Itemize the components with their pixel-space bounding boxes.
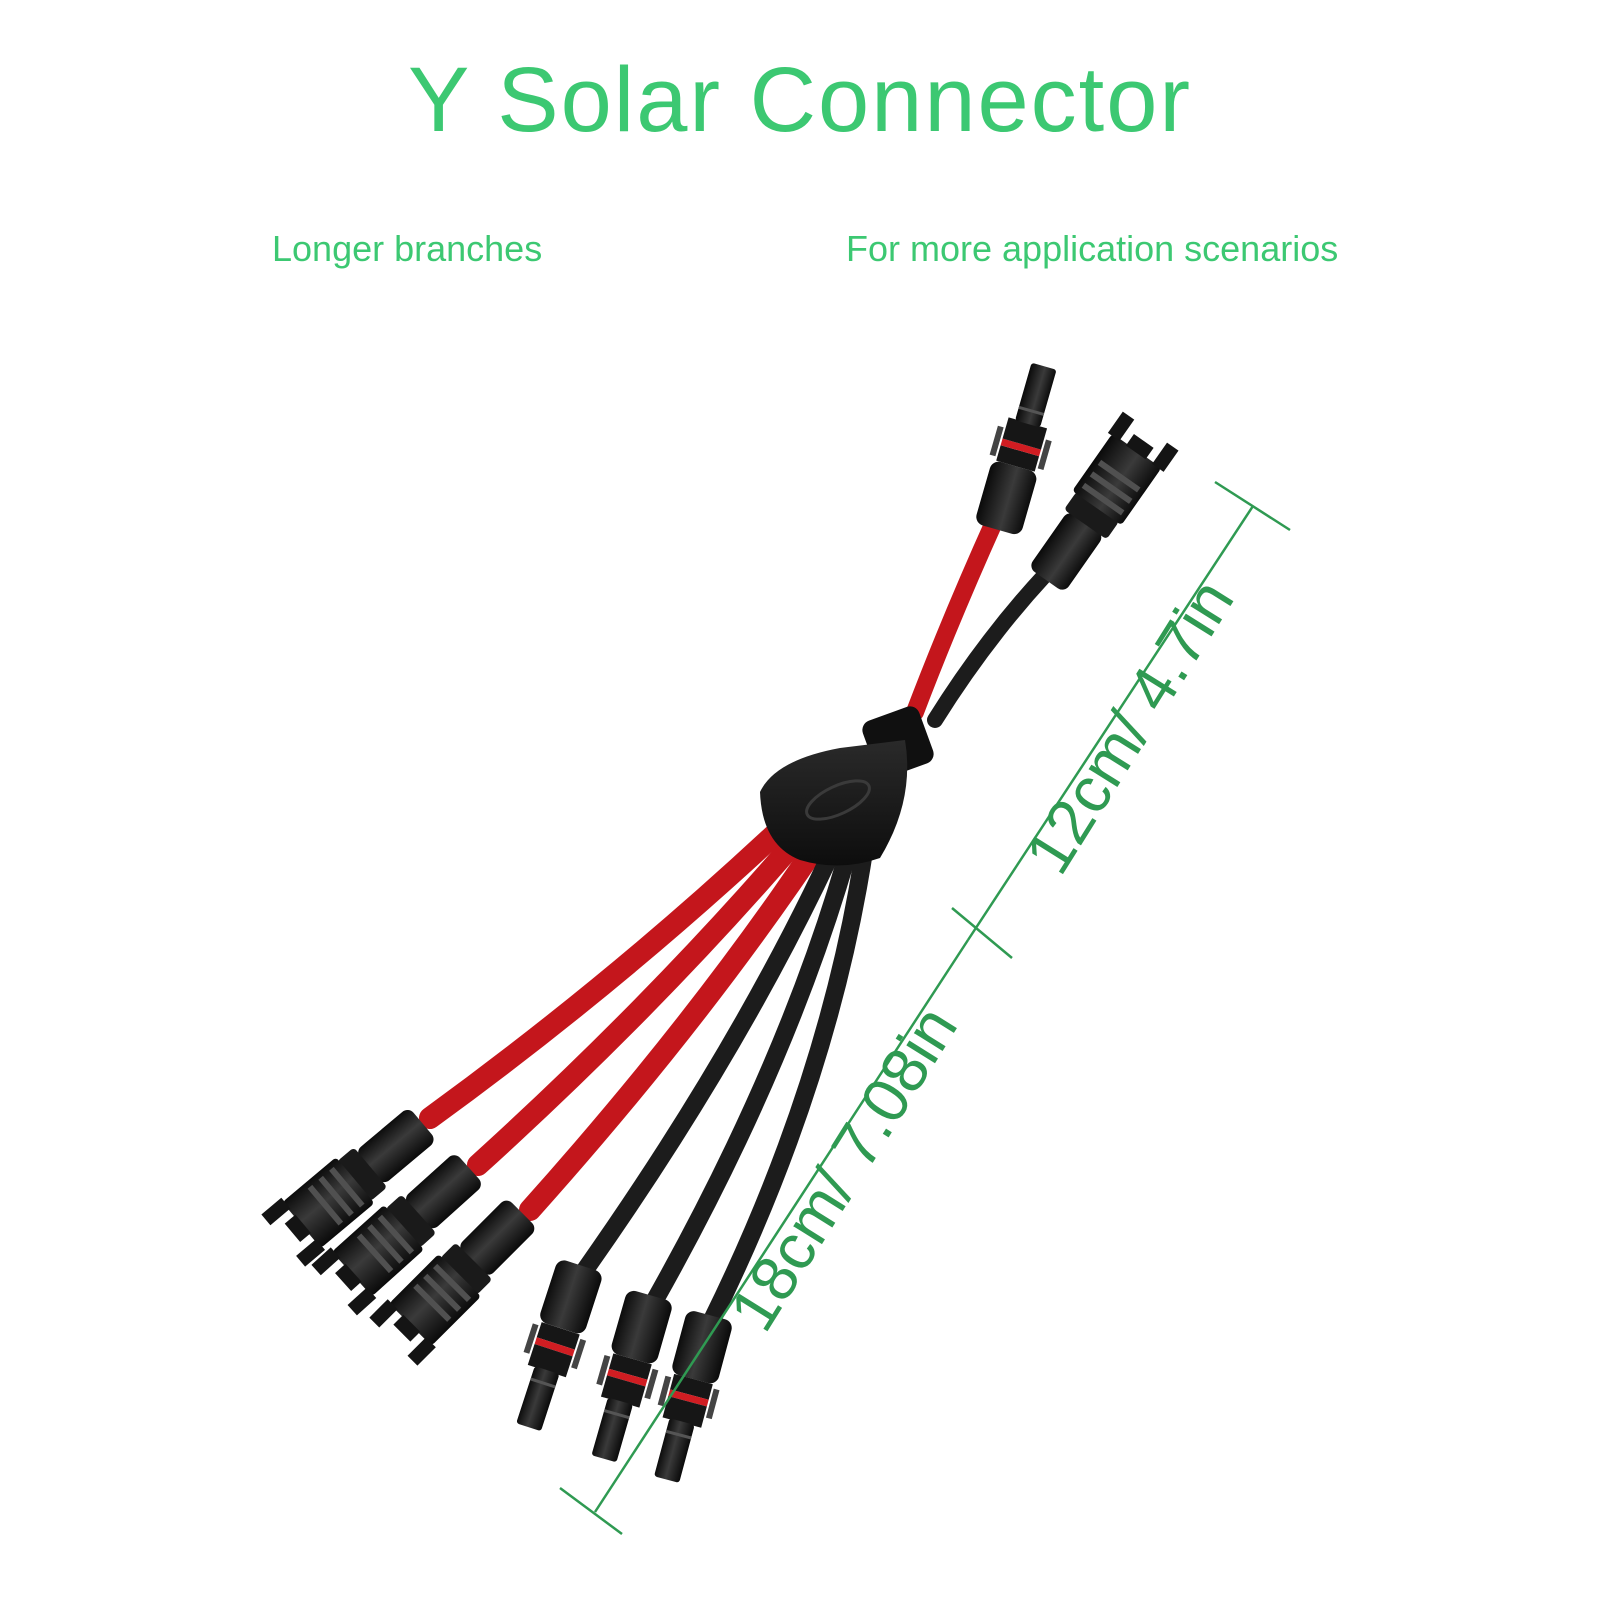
bottom-red-cable-2 [467,819,816,1176]
dimension-line-lower [593,939,970,1513]
bottom-red-cable-1 [419,809,801,1129]
bottom-male-connector-2 [576,1287,678,1467]
page-title: Y Solar Connector [407,49,1193,151]
top-red-cable [906,511,1004,721]
cables [419,511,1053,1329]
bottom-black-cable-3 [703,836,874,1329]
bottom-black-cable-1 [576,836,844,1279]
dimension-line-upper [966,505,1255,941]
dimension-label-lower: 18cm/ 7.08in [716,994,971,1343]
dimension-tick-middle [951,907,1013,959]
y-junction-hub [760,706,934,866]
subtitle-longer-branches: Longer branches [272,228,543,269]
dimension-tick-bottom [559,1486,623,1536]
bottom-red-cable-3 [519,829,831,1221]
subtitle-application-scenarios: For more application scenarios [846,228,1339,269]
top-black-cable [927,567,1053,728]
dimension-label-upper: 12cm/ 4.7in [1011,567,1247,886]
dimension-lines [559,480,1291,1536]
dimension-tick-top [1214,480,1291,532]
top-male-connector [970,358,1072,538]
bottom-male-connector-1 [501,1256,608,1436]
bottom-black-cable-2 [646,836,859,1309]
